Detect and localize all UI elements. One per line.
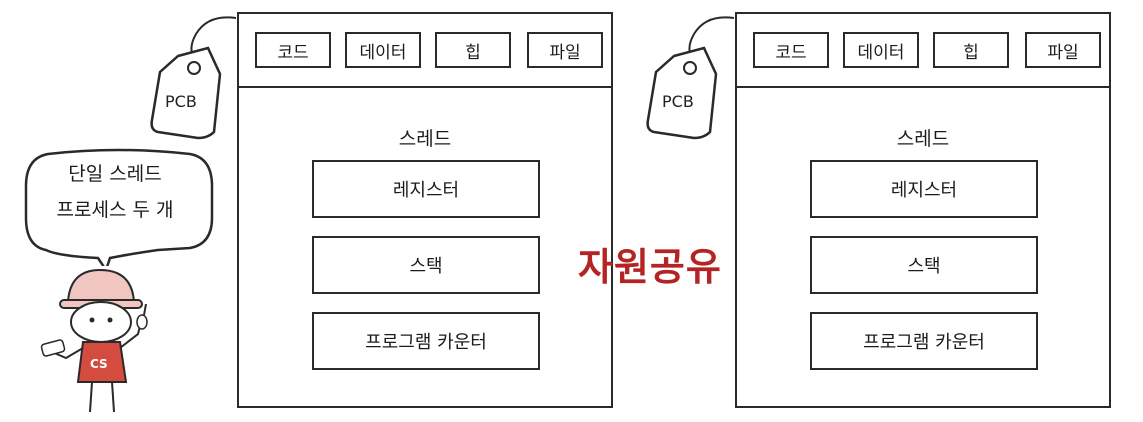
thread-label: 스레드 — [896, 128, 950, 150]
thread-item-registers: 레지스터 — [312, 160, 540, 218]
mascot-illustration: CS — [40, 268, 148, 413]
mascot-shirt-text: CS — [90, 357, 108, 371]
thread-item-program-counter: 프로그램 카운터 — [312, 312, 540, 370]
resource-sharing-label: 자원공유 — [578, 245, 722, 289]
thread-label: 스레드 — [398, 128, 452, 150]
segment-data: 데이터 — [843, 32, 919, 68]
segment-file: 파일 — [1025, 32, 1101, 68]
segment-file: 파일 — [527, 32, 603, 68]
speech-bubble-text: 단일 스레드 프로세스 두 개 — [22, 156, 208, 228]
pcb-tag-left-label: PCB — [165, 92, 197, 111]
speech-line-2: 프로세스 두 개 — [56, 199, 174, 221]
pcb-tag-right-icon — [646, 16, 735, 140]
segment-row: 코드 데이터 힙 파일 — [239, 14, 611, 88]
segment-row: 코드 데이터 힙 파일 — [737, 14, 1109, 88]
thread-item-program-counter: 프로그램 카운터 — [810, 312, 1038, 370]
process-right: 코드 데이터 힙 파일 스레드 레지스터 스택 프로그램 카운터 — [735, 12, 1111, 408]
thread-item-stack: 스택 — [810, 236, 1038, 294]
thread-item-stack: 스택 — [312, 236, 540, 294]
segment-code: 코드 — [255, 32, 331, 68]
speech-line-1: 단일 스레드 — [68, 163, 162, 185]
segment-data: 데이터 — [345, 32, 421, 68]
thread-item-registers: 레지스터 — [810, 160, 1038, 218]
segment-code: 코드 — [753, 32, 829, 68]
pcb-tag-left-icon — [150, 16, 237, 140]
pcb-tag-right-label: PCB — [662, 92, 694, 111]
process-left: 코드 데이터 힙 파일 스레드 레지스터 스택 프로그램 카운터 — [237, 12, 613, 408]
speech-bubble — [24, 148, 214, 266]
segment-heap: 힙 — [933, 32, 1009, 68]
segment-heap: 힙 — [435, 32, 511, 68]
